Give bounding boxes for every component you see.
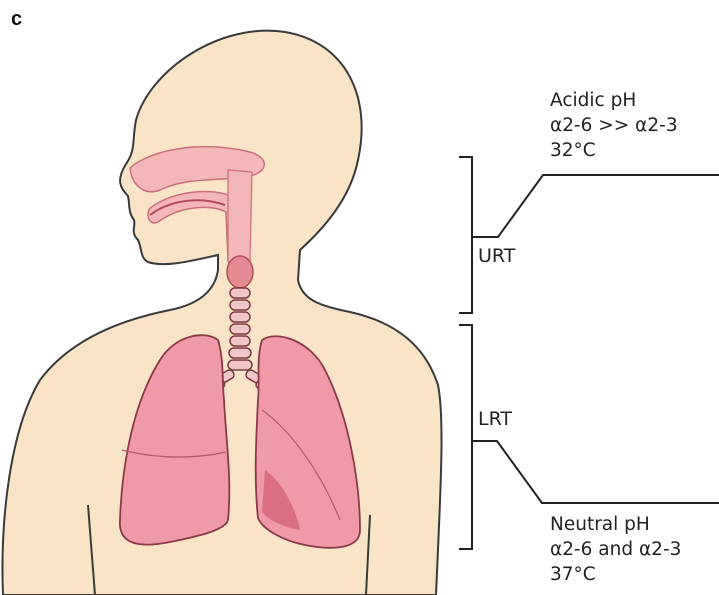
panel-label: c: [11, 8, 22, 31]
larynx: [227, 256, 253, 288]
lrt-bracket: [459, 325, 472, 549]
urt-condition-ph: Acidic pH: [550, 88, 636, 113]
lrt-condition-receptor: α2-6 and α2-3: [550, 537, 681, 562]
lrt-condition-temperature: 37°C: [550, 562, 596, 587]
urt-bracket: [459, 157, 472, 313]
lrt-step-line: [472, 441, 719, 503]
urt-label: URT: [478, 245, 515, 267]
urt-condition-receptor: α2-6 >> α2-3: [550, 113, 678, 138]
lrt-label: LRT: [478, 408, 512, 430]
urt-step-line: [472, 175, 719, 237]
pharynx: [228, 170, 252, 262]
urt-condition-temperature: 32°C: [550, 138, 596, 163]
lrt-condition-ph: Neutral pH: [550, 512, 650, 537]
